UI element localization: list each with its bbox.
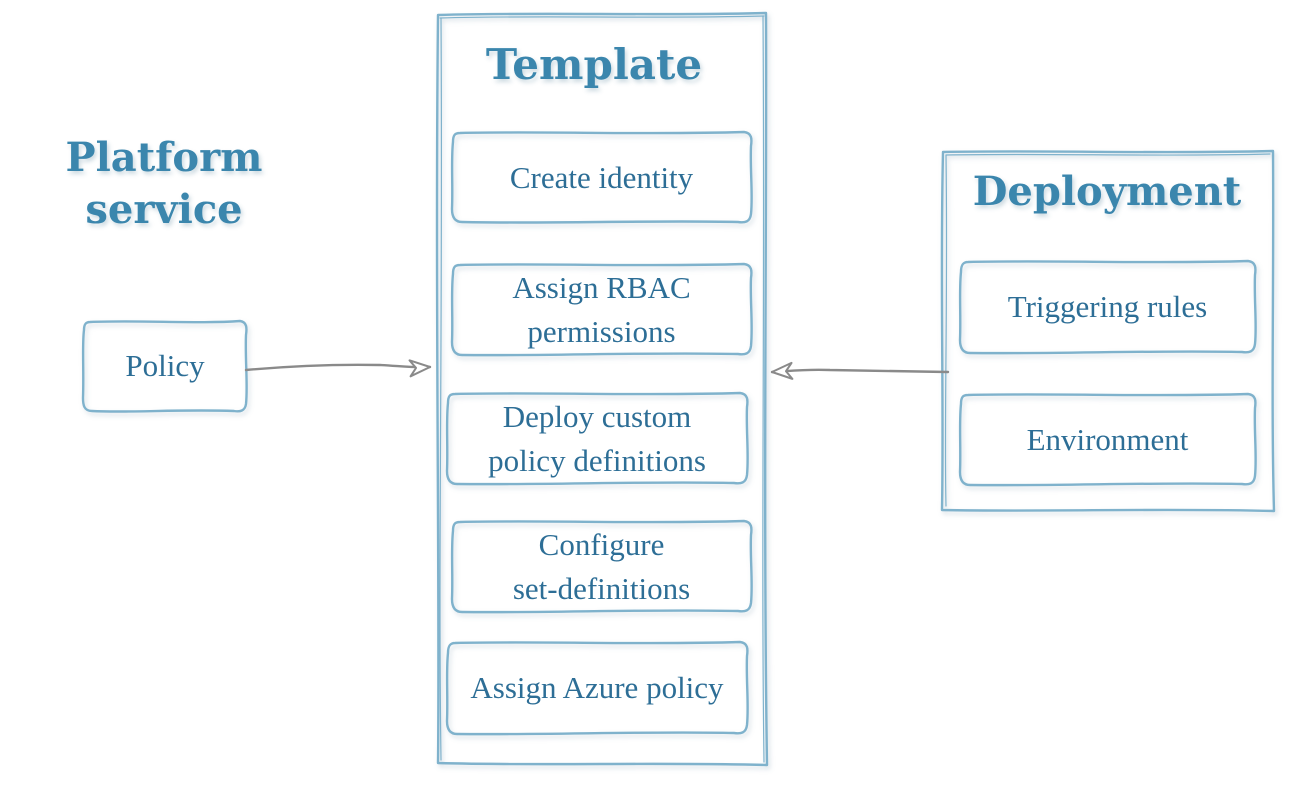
platform-service-title: Platform service xyxy=(40,132,288,236)
policy-to-template-arrow xyxy=(244,359,432,378)
deployment-to-template-arrow xyxy=(770,361,950,380)
policy-box xyxy=(81,319,248,413)
step-assign-azure-policy: Assign Azure policy xyxy=(470,670,724,705)
policy-label: Policy xyxy=(125,348,205,383)
deployment-container xyxy=(940,149,1276,513)
deploy-item-box-2 xyxy=(958,392,1257,487)
step-assign-rbac: Assign RBAC permissions xyxy=(512,270,691,349)
step-box-5 xyxy=(445,640,749,736)
deploy-item-triggering-rules: Triggering rules xyxy=(1007,289,1208,324)
step-deploy-custom-policy: Deploy custom policy definitions xyxy=(488,399,706,478)
step-box-1 xyxy=(450,130,753,224)
step-create-identity: Create identity xyxy=(509,159,694,195)
platform-title-line2: service xyxy=(85,186,243,233)
step-box-3 xyxy=(445,391,749,486)
template-container xyxy=(435,11,769,767)
platform-title-line1: Platform xyxy=(65,134,263,181)
step-box-4 xyxy=(450,519,753,614)
template-title: Template xyxy=(485,40,703,89)
deploy-item-environment: Environment xyxy=(1026,422,1189,457)
step-configure-set-definitions: Configure set-definitions xyxy=(512,527,691,606)
deploy-item-box-1 xyxy=(958,259,1257,355)
step-box-2 xyxy=(450,262,753,357)
deployment-title: Deployment xyxy=(972,168,1242,215)
